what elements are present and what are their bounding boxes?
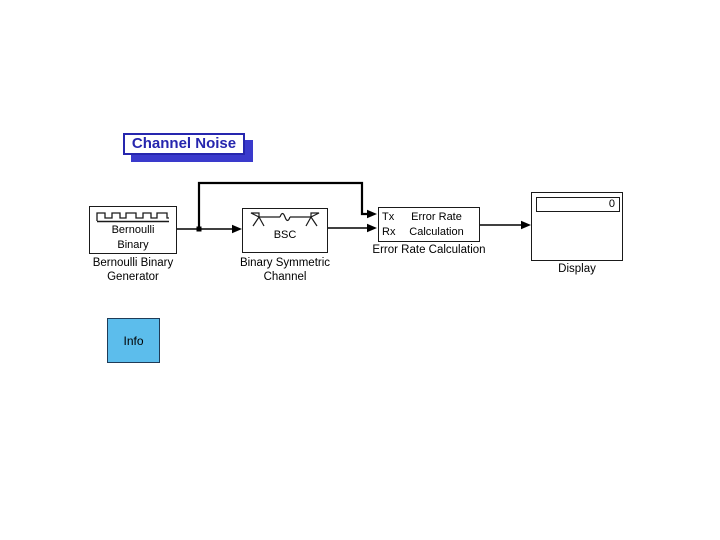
bernoulli-text-line1: Bernoulli [111,224,155,236]
port-label-tx: Tx [382,211,395,223]
wire-branch-point [196,226,202,232]
display-value-field: 0 [536,197,620,212]
display-value: 0 [608,198,615,210]
block-info[interactable]: Info [107,318,160,363]
erc-text-line1: Error Rate [411,211,462,223]
label-binary-symmetric-channel: Binary Symmetric Channel [239,257,331,283]
block-bernoulli-binary-generator[interactable]: Bernoulli Binary [89,206,177,254]
model-title-text: Channel Noise [131,135,237,152]
block-display[interactable]: 0 [531,192,623,261]
arrowhead-bsc-input-icon [232,224,242,234]
label-display: Display [558,263,596,275]
bsc-text: BSC [273,229,297,241]
arrowhead-tx-input-icon [367,209,377,219]
block-error-rate-calculation[interactable]: Tx Error Rate Rx Calculation [378,207,480,242]
label-error-rate-calculation: Error Rate Calculation [372,244,486,256]
info-text: Info [123,333,144,348]
block-binary-symmetric-channel[interactable]: BSC [242,208,328,253]
port-label-rx: Rx [382,226,396,238]
binary-waveform-icon [96,212,169,223]
model-title-annotation[interactable]: Channel Noise [123,133,245,155]
erc-text-line2: Calculation [409,226,464,238]
bernoulli-text-line2: Binary [117,239,149,251]
label-bernoulli-binary-generator: Bernoulli Binary Generator [92,257,174,283]
channel-antennas-icon [250,212,320,227]
arrowhead-display-input-icon [521,220,531,230]
arrowhead-rx-input-icon [367,223,377,233]
